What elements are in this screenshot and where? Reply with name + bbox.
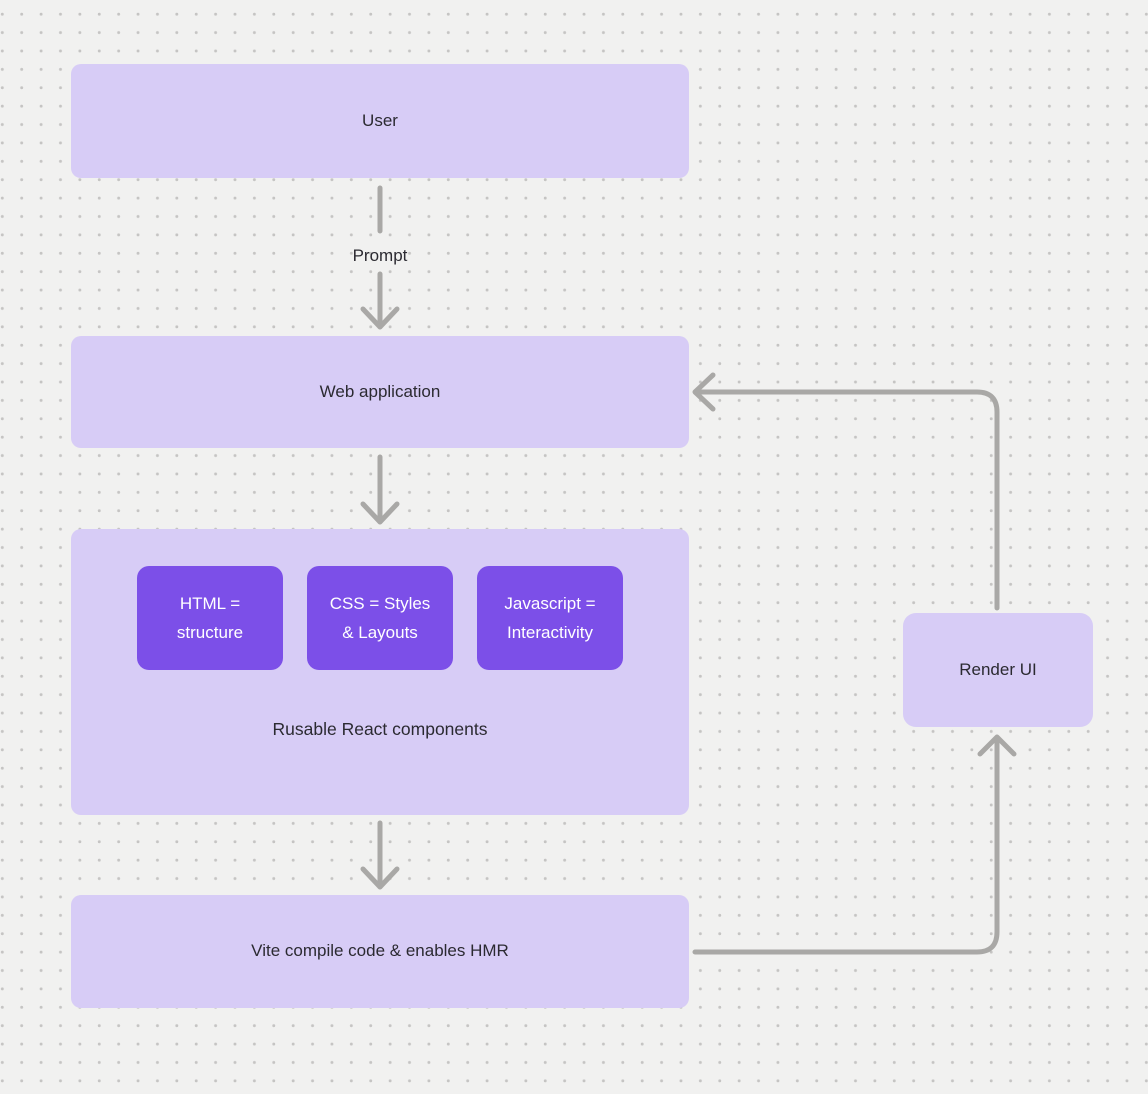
chip-html-label: HTML = structure (176, 594, 244, 642)
node-user: User (71, 64, 689, 178)
node-render-ui-label: Render UI (959, 659, 1037, 679)
edge-vite-to-renderui (692, 738, 1000, 955)
node-components-group: HTML = structure CSS = Styles & Layouts … (71, 529, 689, 815)
chip-html: HTML = structure (137, 566, 283, 670)
node-web-application: Web application (71, 336, 689, 448)
chip-css: CSS = Styles & Layouts (307, 566, 453, 670)
node-web-application-label: Web application (319, 381, 441, 401)
arrowhead-down-icon (360, 501, 400, 525)
arrowhead-up-icon (977, 734, 1017, 757)
node-render-ui: Render UI (903, 613, 1093, 727)
node-vite: Vite compile code & enables HMR (71, 895, 689, 1008)
chip-javascript: Javascript = Interactivity (477, 566, 623, 670)
edge-label-prompt: Prompt (352, 246, 408, 265)
node-user-label: User (362, 110, 398, 130)
edge-renderui-to-webapp (698, 389, 1000, 611)
node-vite-label: Vite compile code & enables HMR (251, 941, 509, 961)
components-group-caption: Rusable React components (272, 719, 488, 739)
arrowhead-down-icon (360, 306, 400, 330)
chip-javascript-label: Javascript = Interactivity (504, 594, 596, 642)
arrowhead-down-icon (360, 866, 400, 890)
chip-css-label: CSS = Styles & Layouts (329, 594, 431, 642)
arrowhead-left-icon (692, 372, 716, 412)
